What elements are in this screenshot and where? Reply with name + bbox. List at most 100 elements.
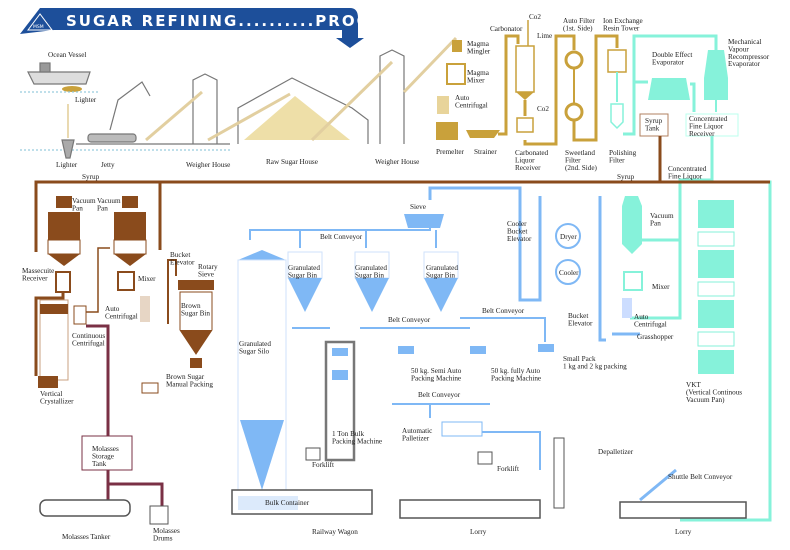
magma-mingler-icon	[452, 40, 462, 52]
label-line: Pan	[97, 204, 108, 212]
label-railway-wagon: Railway Wagon	[312, 528, 358, 536]
label-line: Grasshopper	[637, 333, 674, 341]
label-line: Crystallizer	[40, 397, 74, 405]
label-line: Carbonator	[490, 25, 523, 33]
label-line: Concentrated	[668, 165, 707, 173]
label-line: Weigher House	[186, 161, 230, 169]
mvr-evaporator-icon	[704, 50, 728, 100]
raw-sugar-house-building	[237, 77, 369, 144]
label-line: 50 kg. Semi Auto	[411, 367, 462, 375]
packing-bags-icon	[141, 382, 159, 394]
label-jetty: Jetty	[101, 161, 115, 169]
fully-auto-packing-machine-icon	[470, 346, 486, 354]
label-line: Carbonated	[515, 149, 549, 157]
granulated-sugar-bin-icon	[423, 251, 459, 312]
label-line: Mixer	[467, 76, 485, 84]
label-line: Fine Liquor	[668, 172, 703, 180]
label-line: Ocean Vessel	[48, 51, 86, 59]
label-mixer-1: Mixer	[138, 275, 156, 283]
label-lime: Lime	[537, 32, 552, 40]
label-line: Vertical	[40, 390, 62, 398]
label-lighter-1: Lighter	[75, 96, 97, 104]
carbonated-liquor-receiver-icon	[516, 117, 534, 133]
label-line: Lighter	[75, 96, 97, 104]
double-effect-evaporator-icon	[648, 78, 690, 100]
fine-liquor-stage	[610, 34, 772, 522]
label-shuttle-belt-conveyor: Shuttle Belt Conveyor	[668, 473, 733, 481]
label-line: Sweetland	[565, 149, 595, 157]
label-line: Sugar Bin	[426, 271, 455, 279]
label-mixer-2: Mixer	[652, 283, 670, 291]
label-line: Granulated	[426, 264, 458, 272]
label-lorry-2: Lorry	[675, 528, 692, 536]
carbonator-icon	[515, 45, 535, 93]
label-line: Elevator	[170, 258, 195, 266]
label-line: Centrifugal	[72, 339, 105, 347]
label-line: Auto	[105, 305, 120, 313]
label-line: Vacuum	[72, 197, 96, 205]
label-line: Shuttle Belt Conveyor	[668, 473, 733, 481]
lighter-icon	[61, 139, 75, 159]
molasses-storage-tank-icon	[81, 435, 133, 471]
label-line: Auto Filter	[563, 17, 595, 25]
label-line: Cooler	[559, 269, 579, 277]
ion-exchange-resin-tower-icon	[607, 49, 627, 73]
label-line: Palletizer	[402, 434, 430, 442]
molasses-drums-icon	[149, 505, 169, 525]
label-co2-top: Co2	[529, 13, 541, 21]
label-line: Evaporator	[652, 58, 685, 66]
label-syrup-left: Syrup	[82, 173, 100, 181]
label-syrup-right: Syrup	[617, 173, 635, 181]
label-ocean-vessel: Ocean Vessel	[48, 51, 86, 59]
label-line: Liquor	[515, 156, 535, 164]
label-line: Brown	[181, 302, 201, 310]
bucket-elevator-icon	[598, 196, 606, 342]
label-line: Molasses	[153, 527, 180, 535]
label-line: Packing Machine	[332, 437, 382, 445]
label-forklift-1: Forklift	[312, 461, 334, 469]
label-line: Resin Tower	[603, 24, 640, 32]
continuous-centrifugal-icon	[73, 305, 87, 325]
label-line: 1 Ton Bulk	[332, 430, 365, 438]
label-co2-mid: Co2	[537, 105, 549, 113]
label-weigher-house-1: Weigher House	[186, 161, 230, 169]
label-line: Brown Sugar	[166, 373, 205, 381]
label-line: Lighter	[56, 161, 78, 169]
label-line: Magma	[467, 69, 490, 77]
label-line: Pan	[650, 219, 661, 227]
label-line: Vacuum	[650, 212, 674, 220]
vacuum-pan-icon	[47, 196, 81, 266]
label-line: Manual Packing	[166, 380, 213, 388]
molasses-tanker-icon	[39, 499, 131, 517]
vacuum-pan-icon	[113, 196, 147, 266]
label-line: Sugar Bin	[355, 271, 384, 279]
label-line: Premelter	[436, 148, 465, 156]
bucket-elevator-icon	[167, 259, 177, 324]
label-belt-conveyor-2: Belt Conveyor	[388, 316, 431, 324]
ocean-vessel-icon	[27, 71, 91, 85]
label-line: Ion Exchange	[603, 17, 643, 25]
lighter-icon	[62, 86, 82, 92]
label-line: Storage	[92, 452, 114, 460]
